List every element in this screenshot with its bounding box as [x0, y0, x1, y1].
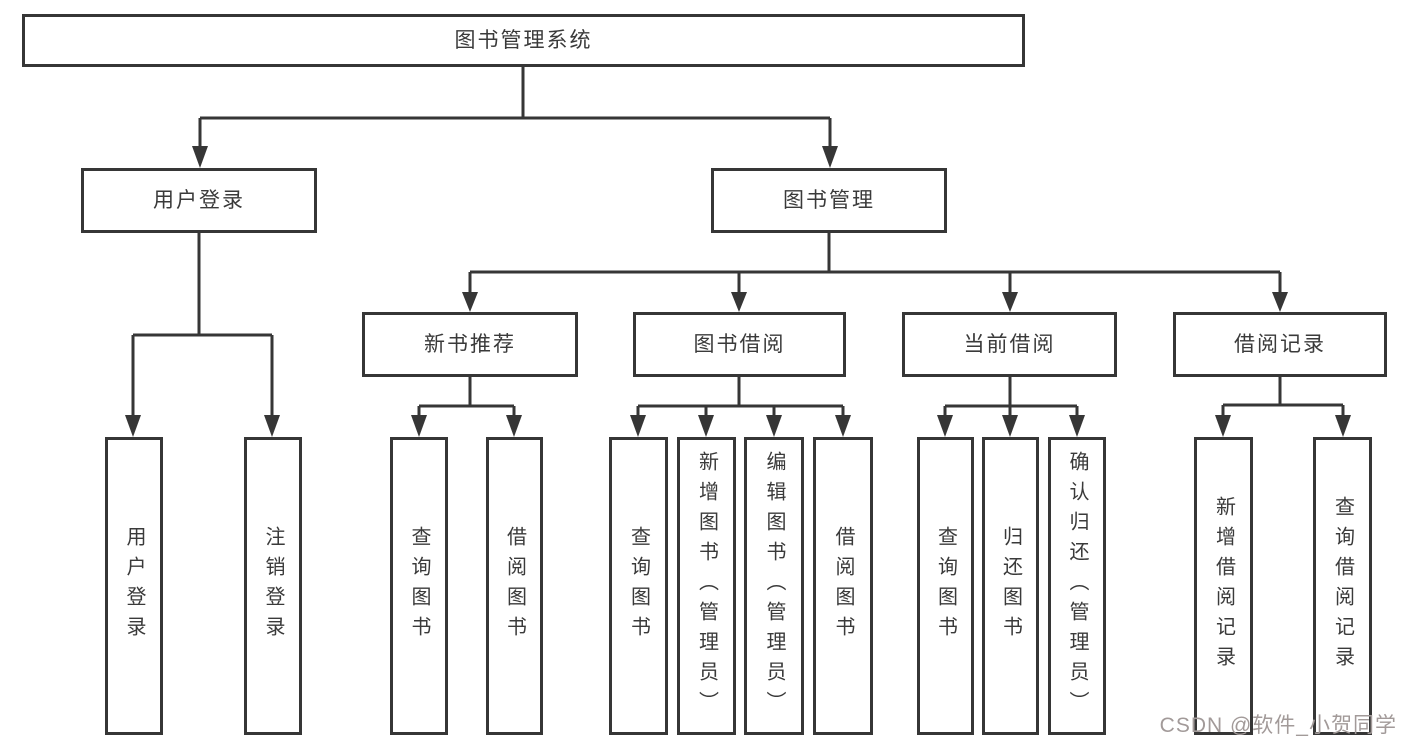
leaf-borrow-edit: 编辑图书（管理员）	[744, 437, 804, 735]
connector-root	[198, 67, 832, 150]
leaf-borrow-add: 新增图书（管理员）	[677, 437, 736, 735]
node-record: 借阅记录	[1173, 312, 1387, 377]
leaf-borrow-borrow: 借阅图书	[813, 437, 873, 735]
node-current: 当前借阅	[902, 312, 1117, 377]
leaf-current-confirm: 确认归还（管理员）	[1048, 437, 1106, 735]
leaf-record-query: 查询借阅记录	[1313, 437, 1372, 735]
connector-record	[1221, 377, 1345, 419]
connector-borrow	[636, 377, 845, 419]
csdn-watermark: CSDN @软件_小贺同学	[1159, 714, 1397, 737]
leaf-current-query: 查询图书	[917, 437, 974, 735]
connector-user-login	[131, 233, 274, 419]
connector-new-book	[417, 377, 516, 419]
leaf-current-return: 归还图书	[982, 437, 1039, 735]
leaf-newbook-borrow: 借阅图书	[486, 437, 543, 735]
node-user-login: 用户登录	[81, 168, 317, 233]
node-new-book: 新书推荐	[362, 312, 578, 377]
connector-book-mgmt	[468, 233, 1282, 296]
leaf-newbook-query: 查询图书	[390, 437, 448, 735]
leaf-record-add: 新增借阅记录	[1194, 437, 1253, 735]
leaf-logout: 注销登录	[244, 437, 302, 735]
node-book-mgmt: 图书管理	[711, 168, 947, 233]
node-borrow: 图书借阅	[633, 312, 846, 377]
arrowheads	[125, 146, 1351, 437]
leaf-borrow-query: 查询图书	[609, 437, 668, 735]
leaf-user-login: 用户登录	[105, 437, 163, 735]
connector-current	[943, 377, 1079, 419]
node-root: 图书管理系统	[22, 14, 1025, 67]
